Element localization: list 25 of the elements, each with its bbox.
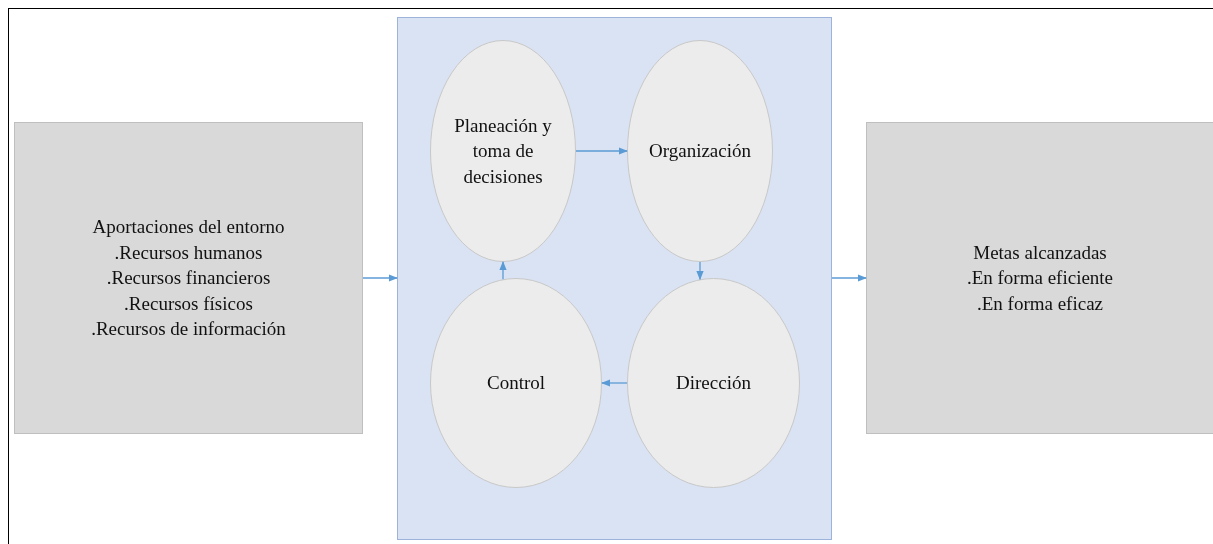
- node-text: .En forma eficaz: [976, 291, 1104, 316]
- arrow: [575, 147, 628, 155]
- arrow: [831, 274, 867, 282]
- output-box: [866, 122, 1213, 434]
- node-text: .Recursos financieros: [106, 266, 271, 291]
- node-text: Aportaciones del entorno: [92, 214, 285, 239]
- node-text: Organización: [649, 139, 751, 164]
- process-ellipse: [627, 40, 773, 262]
- arrow: [499, 261, 507, 280]
- node-text: .Recursos de información: [91, 317, 286, 342]
- input-box: [14, 122, 363, 434]
- process-ellipse: [430, 278, 602, 488]
- arrow: [601, 379, 628, 387]
- node-text: .En forma eficiente: [966, 266, 1114, 291]
- process-panel: [397, 17, 832, 540]
- node-text: Planeación y toma de decisiones: [453, 113, 553, 189]
- node-text: .Recursos físicos: [124, 291, 253, 316]
- process-ellipse: [627, 278, 800, 488]
- arrow: [696, 261, 704, 281]
- process-ellipse: [430, 40, 576, 262]
- node-text: Dirección: [676, 371, 751, 396]
- node-text: .Recursos humanos: [114, 240, 263, 265]
- arrow: [362, 274, 398, 282]
- node-text: Metas alcanzadas: [973, 240, 1107, 265]
- node-text: Control: [486, 371, 546, 396]
